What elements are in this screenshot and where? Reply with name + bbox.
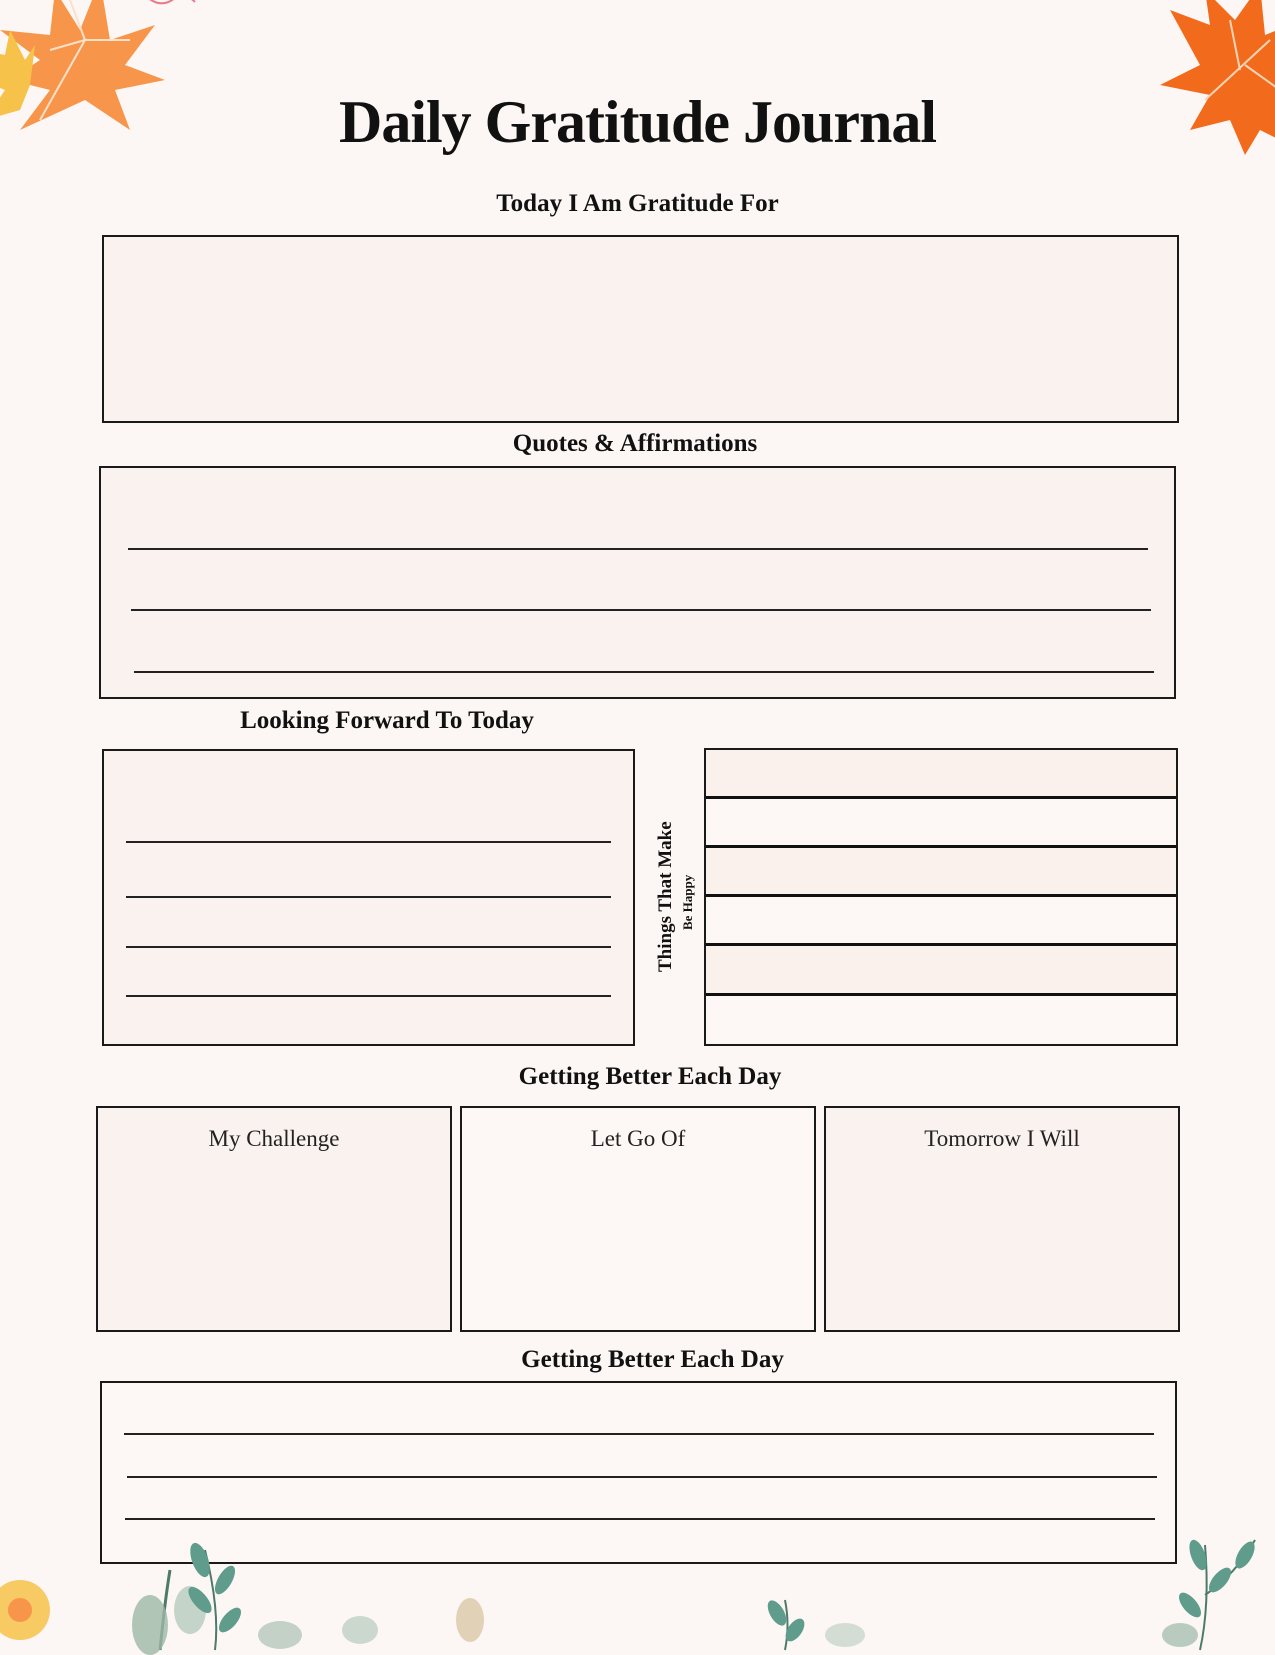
writing-line <box>126 896 611 898</box>
let-go-label: Let Go Of <box>590 1126 686 1151</box>
better-heading: Getting Better Each Day <box>518 1063 782 1090</box>
tomorrow-label: Tomorrow I Will <box>924 1126 1080 1151</box>
better-heading-2: Getting Better Each Day <box>521 1346 784 1373</box>
better-notes-box[interactable] <box>100 1381 1177 1564</box>
flower-icon <box>0 1580 50 1640</box>
list-divider <box>706 845 1176 848</box>
tomorrow-box[interactable]: Tomorrow I Will <box>824 1106 1180 1332</box>
eucalyptus-leaf-icon <box>342 1598 484 1644</box>
happy-list-box[interactable] <box>704 748 1178 1046</box>
maple-leaf-icon <box>1160 0 1275 155</box>
writing-line <box>131 609 1151 611</box>
eucalyptus-leaf-icon <box>1162 1539 1256 1651</box>
challenge-label: My Challenge <box>208 1126 340 1151</box>
list-row[interactable] <box>706 946 1176 994</box>
eucalyptus-leaf-icon <box>767 1599 865 1651</box>
writing-line <box>128 548 1148 550</box>
happy-subtitle: Be Happy <box>680 874 695 930</box>
writing-line <box>124 1433 1154 1435</box>
list-divider <box>706 796 1176 799</box>
list-row[interactable] <box>706 848 1176 896</box>
list-divider <box>706 894 1176 897</box>
let-go-box[interactable]: Let Go Of <box>460 1106 816 1332</box>
maple-leaf-icon <box>0 0 165 130</box>
writing-line <box>125 1518 1155 1520</box>
list-row[interactable] <box>706 996 1176 1044</box>
happy-title: Things That Make <box>655 821 676 972</box>
writing-line <box>134 671 1154 673</box>
list-divider <box>706 943 1176 946</box>
quotes-box[interactable] <box>99 466 1176 699</box>
list-row[interactable] <box>706 897 1176 944</box>
writing-line <box>126 946 611 948</box>
quotes-heading: Quotes & Affirmations <box>512 430 758 457</box>
gratitude-heading: Today I Am Gratitude For <box>496 190 779 217</box>
looking-forward-box[interactable] <box>102 749 635 1046</box>
writing-line <box>127 1476 1157 1478</box>
list-divider <box>706 993 1176 996</box>
gratitude-box[interactable] <box>102 235 1179 423</box>
writing-line <box>126 841 611 843</box>
eucalyptus-leaf-icon <box>132 1542 302 1655</box>
list-row[interactable] <box>706 799 1176 846</box>
happy-label: Things That Make Be Happy <box>640 790 710 990</box>
challenge-box[interactable]: My Challenge <box>96 1106 452 1332</box>
page-title: Daily Gratitude Journal <box>338 89 937 155</box>
writing-line <box>126 995 611 997</box>
maple-leaf-icon <box>149 0 196 5</box>
list-row[interactable] <box>706 750 1176 798</box>
looking-forward-heading: Looking Forward To Today <box>240 707 534 734</box>
